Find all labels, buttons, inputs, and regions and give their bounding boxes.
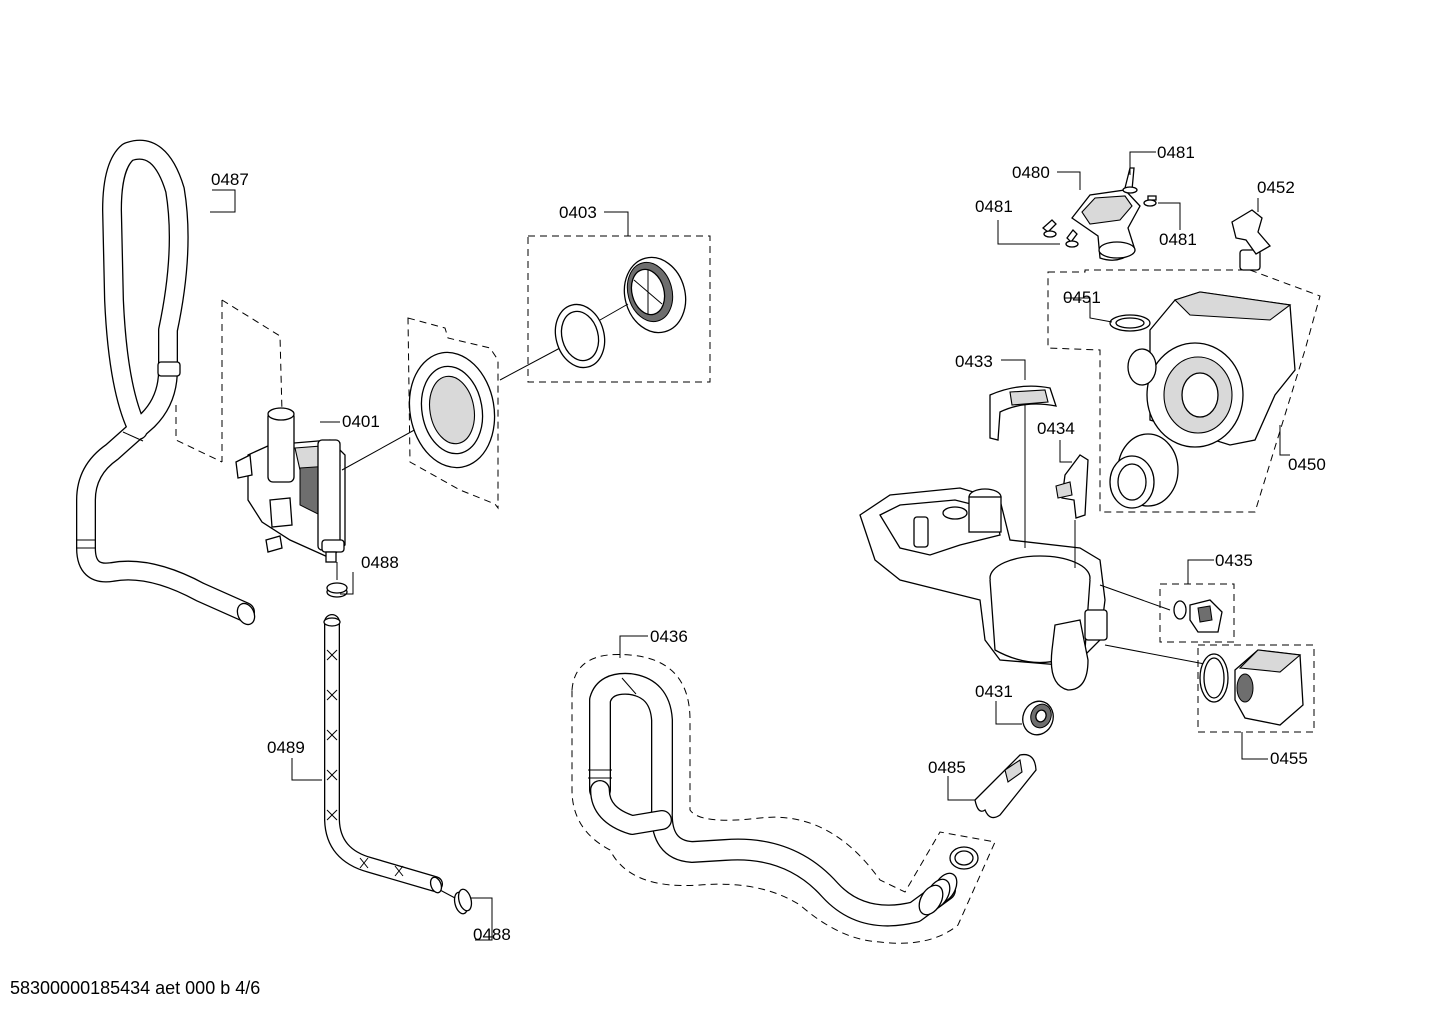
part-0433: [989, 385, 1057, 441]
part-0485: [974, 753, 1037, 819]
label-0431: 0431: [975, 682, 1013, 701]
label-0481-right: 0481: [1159, 230, 1197, 249]
clamp-0488-top: [326, 562, 348, 598]
label-0481-top: 0481: [1157, 143, 1195, 162]
drain-hose-0487: [76, 139, 256, 626]
screws-0481: [1041, 167, 1157, 248]
label-0435: 0435: [1215, 551, 1253, 570]
leader-lines: [210, 151, 1290, 941]
clamp-0488-bottom: [439, 888, 473, 915]
part-0401: [235, 407, 346, 563]
label-0488-bottom: 0488: [473, 925, 511, 944]
part-0431: [1022, 700, 1054, 736]
label-0436: 0436: [650, 627, 688, 646]
sump-housing: [859, 487, 1108, 691]
label-0480: 0480: [1012, 163, 1050, 182]
part-0434: [1055, 454, 1089, 519]
label-0401: 0401: [342, 412, 380, 431]
part-0452: [1231, 209, 1272, 255]
sealing-plate: [407, 317, 561, 510]
label-0451: 0451: [1063, 288, 1101, 307]
hose-assembly-0436: [571, 653, 996, 944]
label-0455: 0455: [1270, 749, 1308, 768]
label-0403: 0403: [559, 203, 597, 222]
label-0481-left: 0481: [975, 197, 1013, 216]
label-0488-top: 0488: [361, 553, 399, 572]
drawing-reference-number: 58300000185434 aet 000 b 4/6: [10, 978, 261, 998]
label-0485: 0485: [928, 758, 966, 777]
part-labels: 0487 0403 0401 0488 0489 0488 0436 0433 …: [211, 143, 1326, 944]
label-0489: 0489: [267, 738, 305, 757]
label-0433: 0433: [955, 352, 993, 371]
part-0480: [1071, 189, 1141, 261]
label-0452: 0452: [1257, 178, 1295, 197]
part-0403-group: [527, 235, 711, 383]
hose-0489: [323, 614, 443, 894]
part-0435-group: [1159, 583, 1235, 643]
part-0455-group: [1197, 644, 1315, 733]
label-0434: 0434: [1037, 419, 1075, 438]
part-0450-group: [1047, 249, 1321, 513]
label-0487: 0487: [211, 170, 249, 189]
label-0450: 0450: [1288, 455, 1326, 474]
